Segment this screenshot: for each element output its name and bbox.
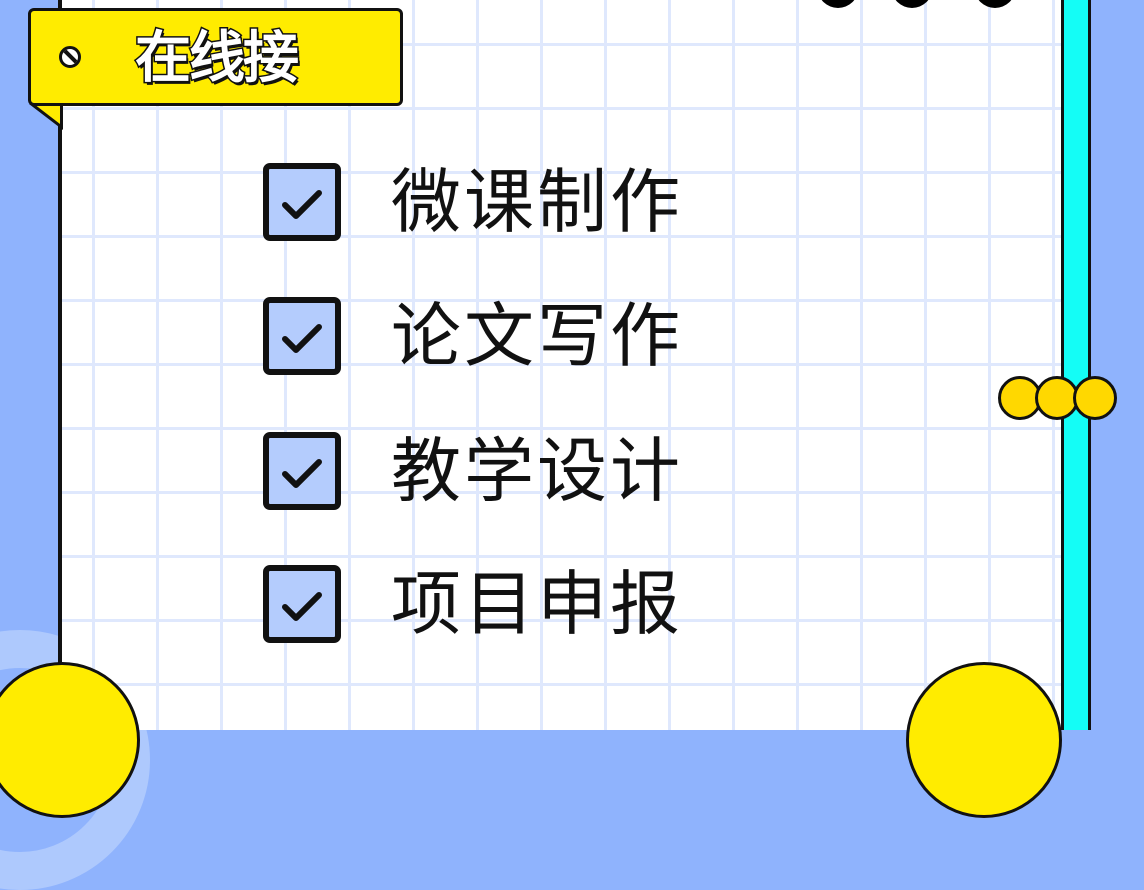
checklist-item[interactable]: 论文写作 — [263, 297, 683, 375]
checkbox-checked[interactable] — [263, 432, 341, 510]
title-banner: 在线接 — [28, 8, 403, 106]
checkmark-icon — [282, 592, 322, 621]
checkmark-icon — [282, 324, 322, 353]
checkmark-icon — [282, 459, 322, 488]
checkmark-icon — [282, 190, 322, 219]
banner-fold-inner — [34, 104, 60, 124]
checklist-item[interactable]: 微课制作 — [263, 163, 683, 241]
checklist-item-label: 论文写作 — [391, 295, 683, 377]
binder-hole-1 — [818, 0, 858, 8]
checklist-item-label: 教学设计 — [391, 430, 683, 512]
checklist-item[interactable]: 教学设计 — [263, 432, 683, 510]
corner-decoration-right — [906, 662, 1062, 818]
binder-hole-2 — [892, 0, 932, 8]
yellow-ring-3 — [1073, 376, 1117, 420]
checklist-item[interactable]: 项目申报 — [263, 565, 683, 643]
checkbox-checked[interactable] — [263, 163, 341, 241]
checkbox-checked[interactable] — [263, 565, 341, 643]
checklist-item-label: 项目申报 — [391, 563, 683, 645]
grid-paper — [58, 0, 1064, 730]
cyan-binding-strip — [1063, 0, 1091, 730]
checklist-item-label: 微课制作 — [391, 161, 683, 243]
screw-icon — [59, 46, 81, 68]
checkbox-checked[interactable] — [263, 297, 341, 375]
banner-title: 在线接 — [134, 25, 301, 92]
binder-hole-3 — [975, 0, 1015, 8]
